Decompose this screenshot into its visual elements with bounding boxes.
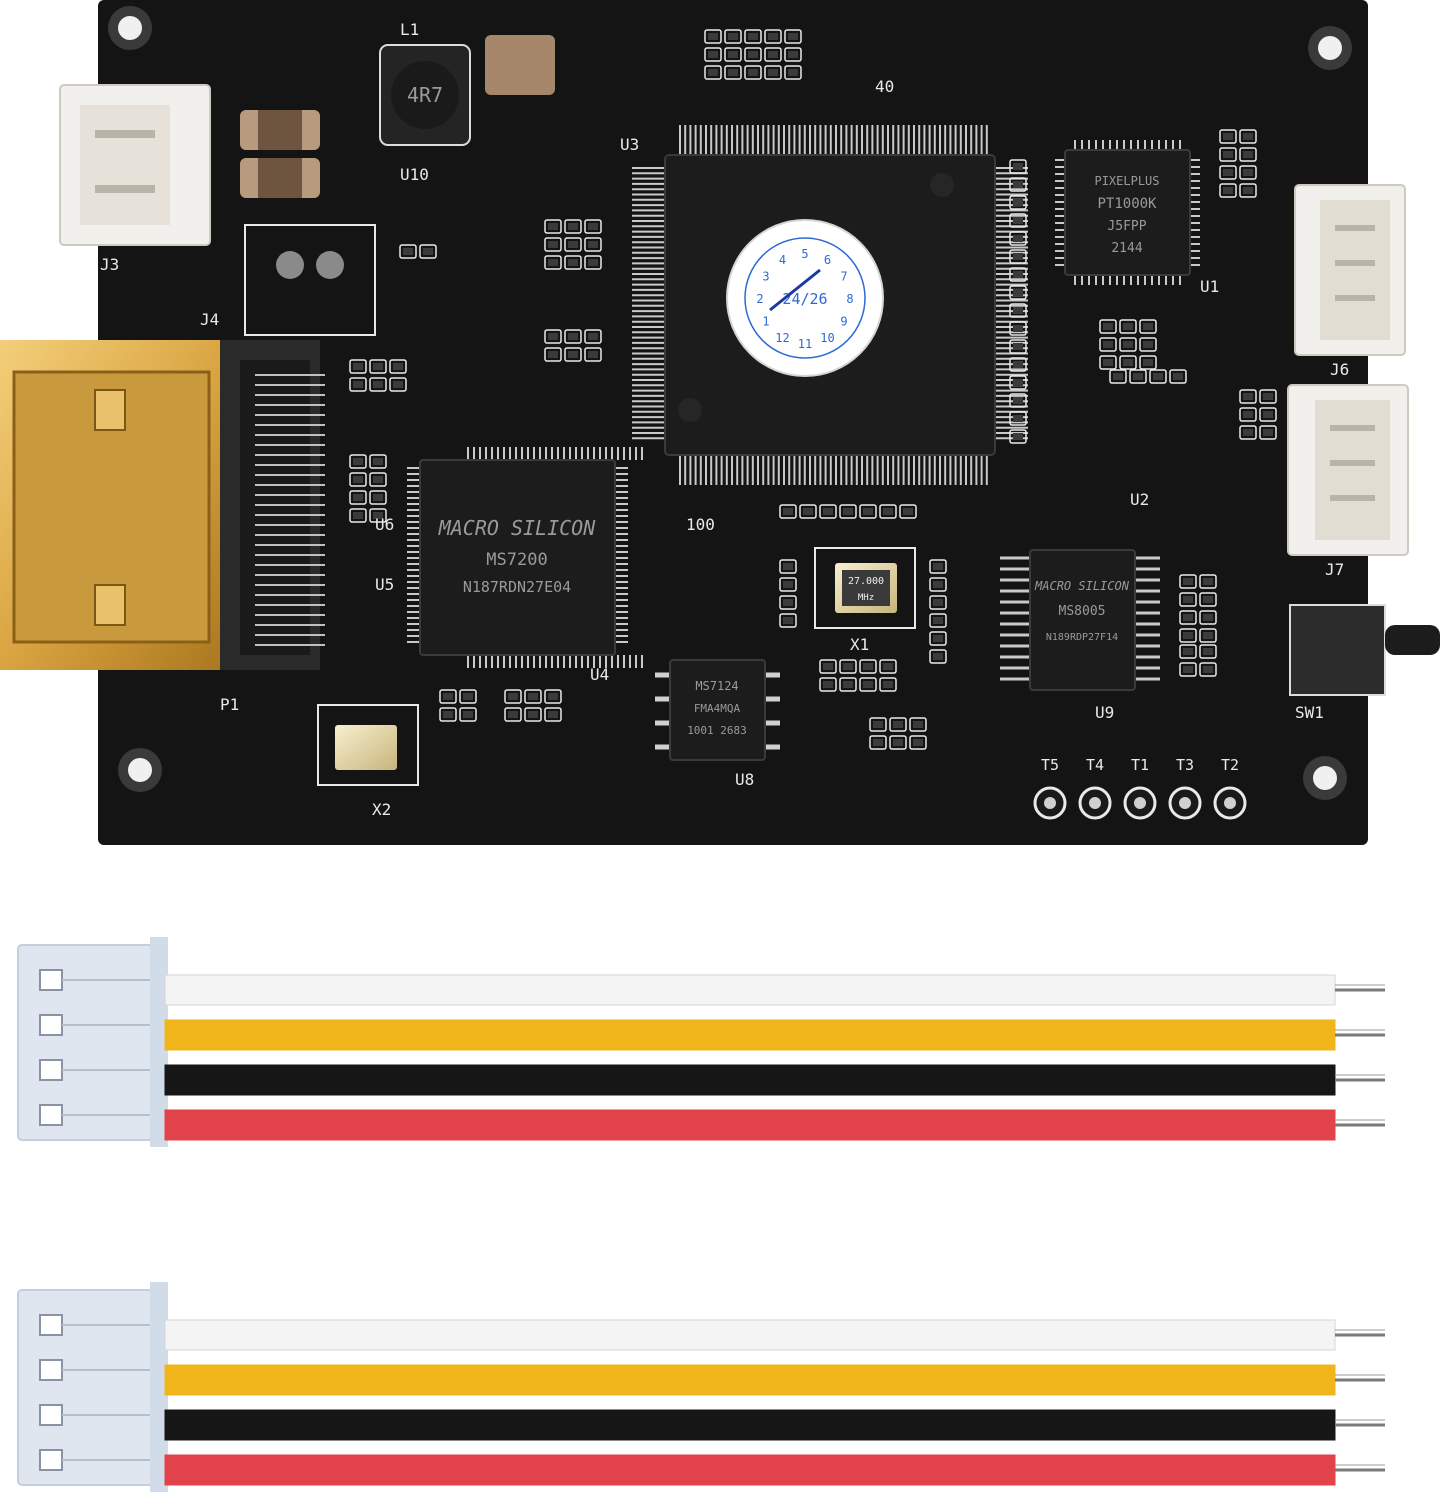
sticker-number: 4: [779, 253, 786, 267]
sticker-number: 8: [846, 292, 853, 306]
eeprom-part: MS7124: [695, 679, 738, 693]
j7-label: J7: [1325, 560, 1344, 579]
u2-label: U2: [1130, 490, 1149, 509]
inductor-ref: L1: [400, 20, 419, 39]
crystal-ref: X1: [850, 635, 869, 654]
switch-label: SW1: [1295, 703, 1324, 722]
sticker-number: 11: [798, 337, 812, 351]
sticker-number: 5: [801, 247, 808, 261]
pixelplus-part: PT1000K: [1097, 196, 1157, 212]
inductor-value: 4R7: [407, 83, 443, 107]
j6-connector[interactable]: [1294, 184, 1406, 356]
wire: [164, 974, 1336, 1006]
cable-2: [17, 1282, 1385, 1492]
j4-footprint: J4: [200, 224, 376, 336]
smd-components: [349, 29, 1277, 750]
test-point-label: T5: [1041, 756, 1059, 774]
hdmi-connector[interactable]: [0, 340, 325, 670]
j4-label: J4: [200, 310, 219, 329]
sticker-number: 12: [775, 331, 789, 345]
u9-brand: MACRO SILICON: [1034, 579, 1130, 593]
pin-label-40: 40: [875, 77, 894, 96]
pixelplus-lot: J5FPP: [1107, 219, 1146, 234]
macro-chip-u9: MACRO SILICON MS8005 N189RDP27F14 U9: [1000, 549, 1160, 722]
sticker-number: 9: [840, 315, 847, 329]
inductor-l1: 4R7 L1: [379, 20, 471, 146]
macro-chip-part: MS7200: [486, 550, 547, 570]
sticker-code: 24/26: [782, 290, 827, 308]
u9-ref: U9: [1095, 703, 1114, 722]
wire: [164, 1019, 1336, 1051]
wire: [164, 1064, 1336, 1096]
sticker-number: 10: [820, 331, 834, 345]
u9-lot: N189RDP27F14: [1046, 632, 1118, 643]
sticker-number: 1: [762, 315, 769, 329]
eeprom-code: FMA4MQA: [694, 702, 741, 715]
test-point-label: T3: [1176, 756, 1194, 774]
pixelplus-chip-u1: PIXELPLUS PT1000K J5FPP 2144 U1: [1055, 140, 1219, 296]
sticker-number: 3: [762, 270, 769, 284]
macro-chip-u4: MACRO SILICON MS7200 N187RDN27E04 U4: [407, 447, 643, 684]
macro-chip-brand: MACRO SILICON: [438, 516, 596, 540]
j6-label: J6: [1330, 360, 1349, 379]
test-point-label: T2: [1221, 756, 1239, 774]
u9-part: MS8005: [1059, 604, 1106, 619]
j7-connector[interactable]: [1287, 384, 1409, 556]
u10-label: U10: [400, 165, 429, 184]
mounting-holes: [108, 6, 1352, 800]
crystal-unit: MHz: [858, 593, 874, 603]
sticker-number: 7: [840, 270, 847, 284]
wire: [164, 1409, 1336, 1441]
pin-label-100: 100: [686, 515, 715, 534]
crystal-x1: 27.000 MHz X1: [814, 547, 916, 654]
wire: [164, 1319, 1336, 1351]
tantalum-capacitors: [240, 35, 555, 198]
eeprom-lot: 1001 2683: [687, 724, 747, 737]
macro-chip-lot: N187RDN27E04: [463, 578, 571, 596]
pixelplus-code: 2144: [1111, 241, 1142, 256]
sticker-number: 2: [756, 292, 763, 306]
macro-chip-ref: U4: [590, 665, 609, 684]
j3-connector[interactable]: [59, 84, 211, 246]
switch-sw1[interactable]: [1289, 604, 1440, 696]
pixelplus-brand: PIXELPLUS: [1094, 174, 1159, 188]
j3-label: J3: [100, 255, 119, 274]
eeprom-ref: U8: [735, 770, 754, 789]
pixelplus-ref: U1: [1200, 277, 1219, 296]
u5-label: U5: [375, 575, 394, 594]
hdmi-label: P1: [220, 695, 239, 714]
main-chip-ref: U3: [620, 135, 639, 154]
eeprom-u8: MS7124 FMA4MQA 1001 2683 U8: [655, 659, 780, 789]
sticker-number: 6: [824, 253, 831, 267]
wire: [164, 1364, 1336, 1396]
crystal-x2: X2: [317, 704, 419, 819]
test-point-label: T1: [1131, 756, 1149, 774]
test-points: T5 T4 T1 T3 T2: [1033, 756, 1247, 820]
wire: [164, 1454, 1336, 1486]
test-point-label: T4: [1086, 756, 1104, 774]
crystal-freq: 27.000: [848, 576, 884, 587]
u6-label: U6: [375, 515, 394, 534]
cable-1: [17, 937, 1385, 1147]
crystal2-ref: X2: [372, 800, 391, 819]
wire: [164, 1109, 1336, 1141]
